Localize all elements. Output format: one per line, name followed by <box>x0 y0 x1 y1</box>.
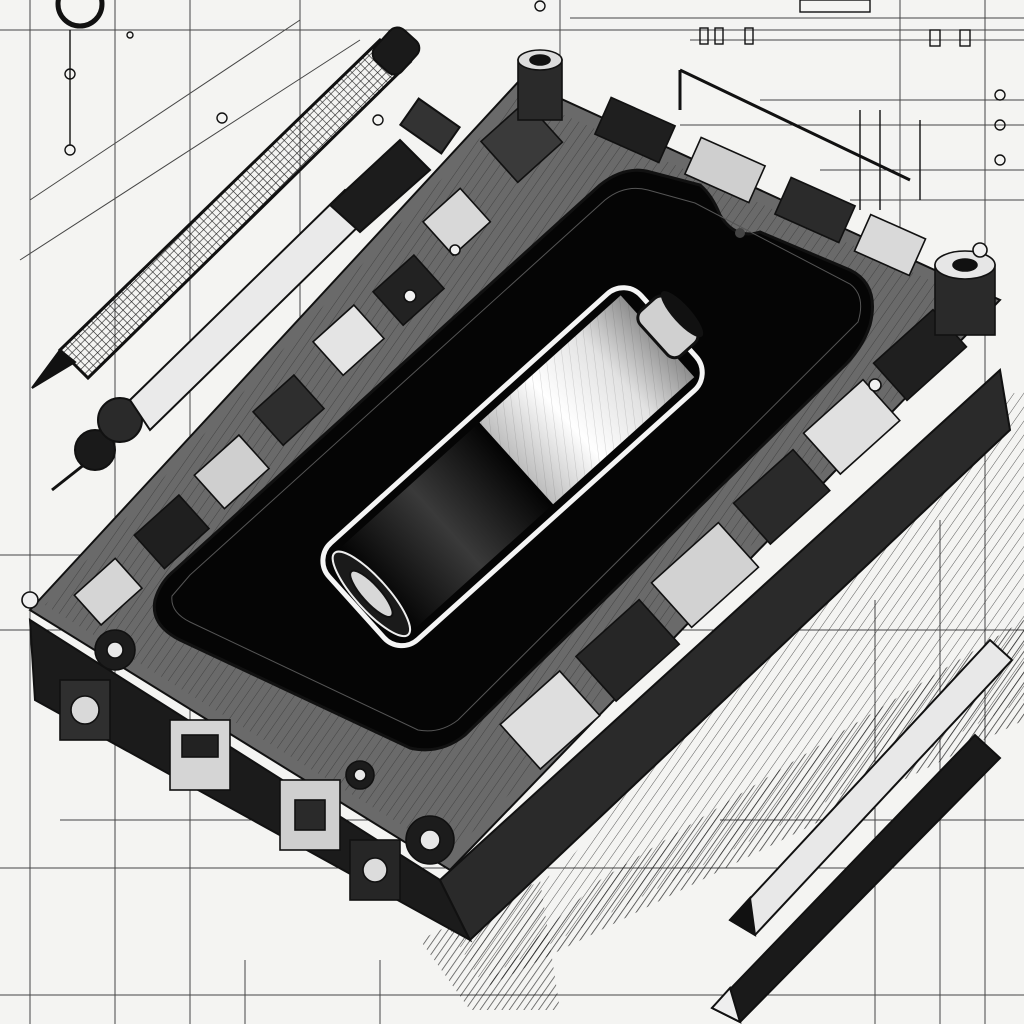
schematic-marks <box>55 0 1006 210</box>
screwdriver-tool <box>51 97 462 492</box>
front-camera-icon <box>735 228 745 238</box>
pen-tool <box>31 26 421 389</box>
battery-cell <box>320 285 705 649</box>
component-clusters <box>21 49 996 901</box>
pencils <box>710 638 1014 1024</box>
